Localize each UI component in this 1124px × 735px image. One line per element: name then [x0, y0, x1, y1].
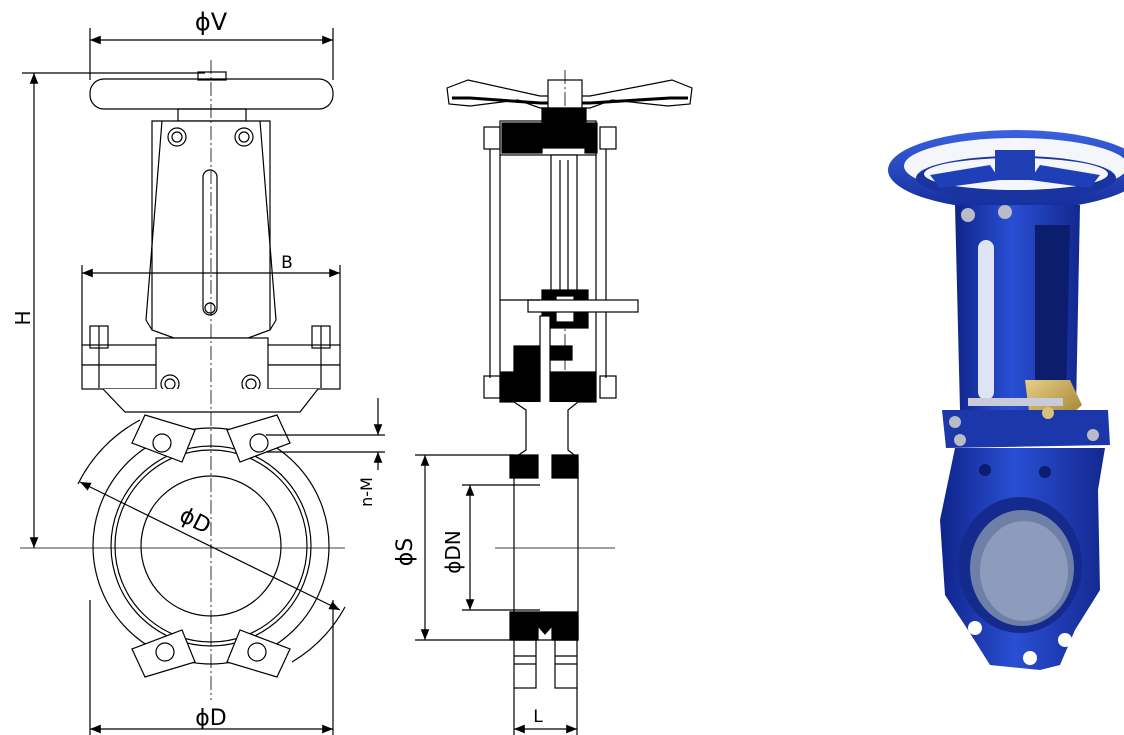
label-nominal-diameter: ϕDN — [441, 530, 465, 574]
label-bottom-diameter: ϕD — [195, 706, 226, 731]
valve-photo — [888, 130, 1124, 670]
label-handwheel-diameter: ϕV — [195, 8, 228, 36]
side-view — [415, 70, 693, 735]
label-seat-diameter: ϕS — [393, 538, 418, 566]
yoke — [145, 120, 277, 394]
dimension-flange-diameter — [79, 481, 341, 611]
dimension-seat-diameter — [415, 454, 514, 641]
handwheel — [89, 78, 334, 110]
dimension-nominal-diameter — [462, 484, 540, 611]
dimension-bolt-holes — [266, 398, 385, 470]
label-length: L — [533, 707, 543, 727]
dimension-bottom-diameter — [89, 600, 334, 735]
dimension-bonnet-width — [81, 265, 341, 345]
bottom-feet — [513, 639, 578, 689]
label-height: H — [11, 310, 35, 325]
dimension-handwheel-diameter — [89, 28, 334, 80]
label-bonnet-width: B — [281, 253, 293, 273]
label-bolt-holes: n-M — [357, 477, 376, 507]
valve-body — [77, 414, 346, 678]
dimension-length — [513, 688, 578, 735]
dimension-height — [22, 72, 205, 548]
front-view — [20, 28, 385, 735]
